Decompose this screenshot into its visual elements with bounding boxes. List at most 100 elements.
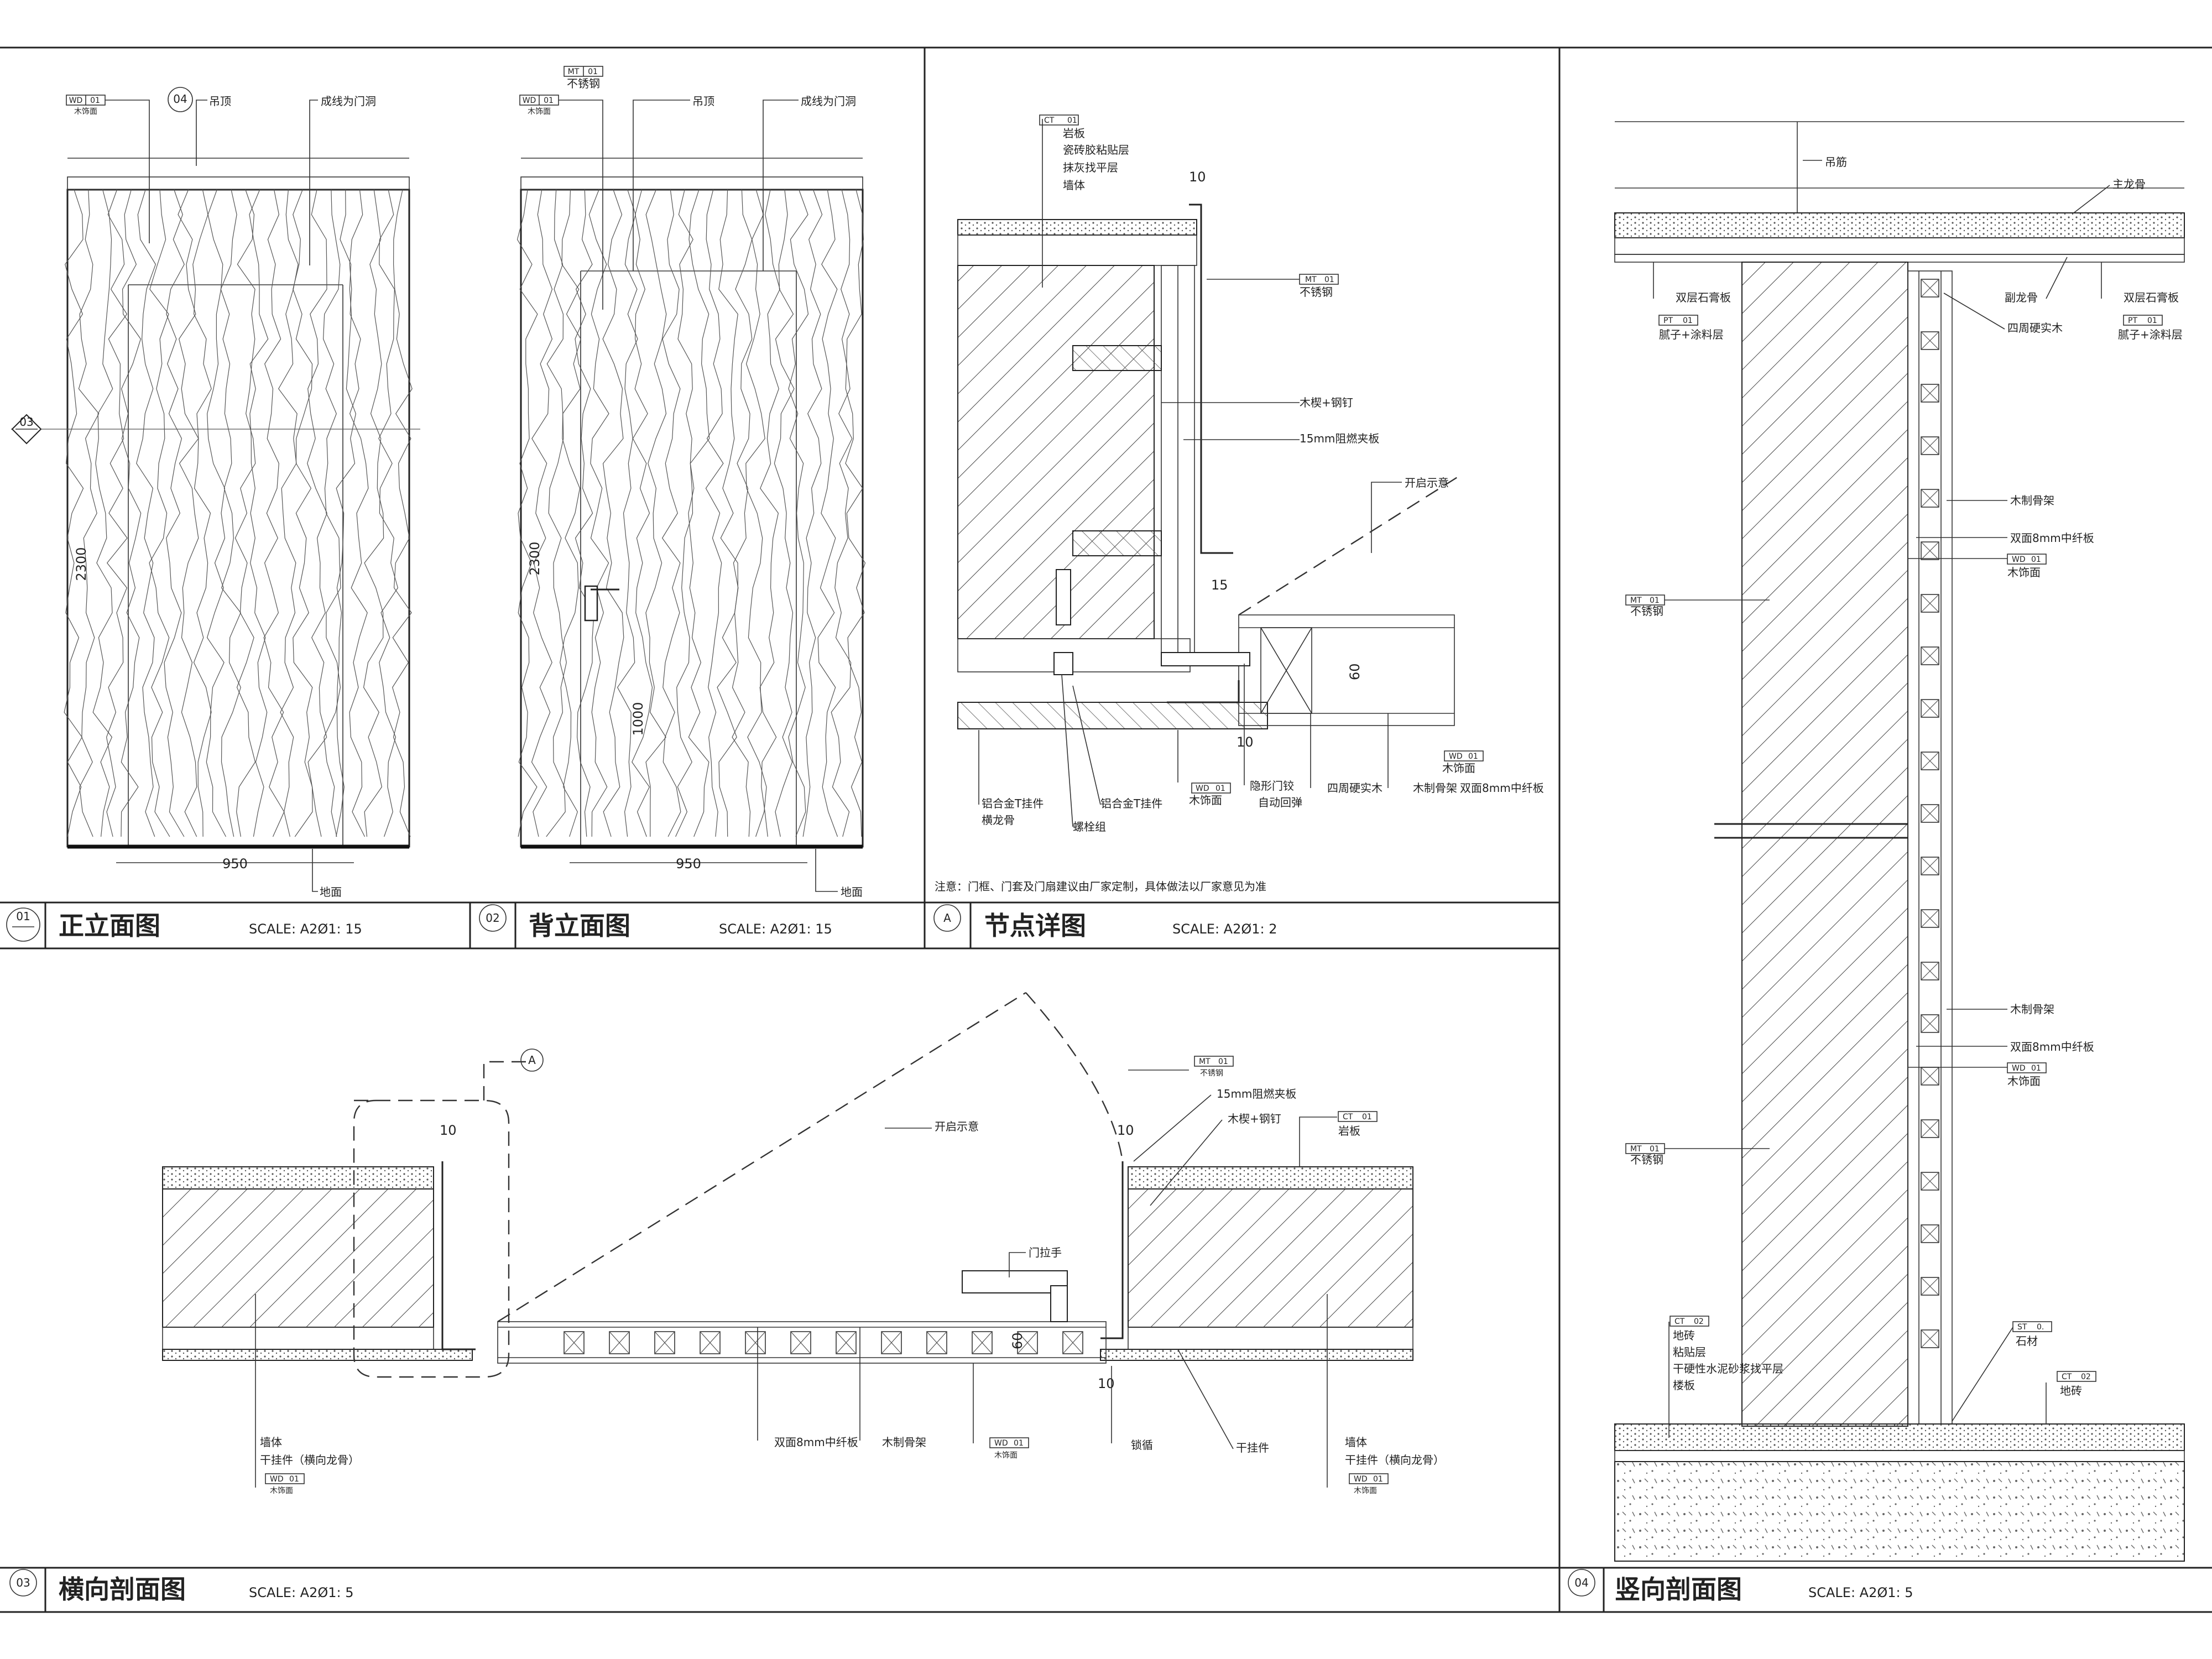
section-marker-04	[168, 87, 193, 112]
main-joist-label: 主龙骨	[2112, 178, 2146, 191]
layer-1: 瓷砖胶粘贴层	[1063, 143, 1129, 156]
rod-label: 吊筋	[1825, 155, 1847, 169]
panel-scale: SCALE: A2Ø1: 5	[249, 1585, 354, 1600]
floor-layer-3: 楼板	[1673, 1379, 1695, 1392]
hinge-label: 隐形门铰	[1250, 779, 1294, 792]
panel-scale: SCALE: A2Ø1: 15	[719, 921, 832, 937]
vertical-section: 吊筋 主龙骨 双层石膏板 PT 01 腻子+涂料层 副龙骨 双层石膏板 PT 0…	[1614, 121, 2185, 1562]
svg-text:60: 60	[1010, 1332, 1025, 1349]
handle-label: 门拉手	[1029, 1246, 1062, 1259]
grain-line	[206, 189, 227, 837]
grain-line	[307, 189, 327, 837]
frame-label-1: 木制骨架	[2010, 494, 2054, 507]
svg-text:ST: ST	[2017, 1323, 2027, 1332]
svg-text:CT: CT	[1343, 1113, 1353, 1121]
door-handle	[584, 585, 598, 622]
svg-text:木饰面: 木饰面	[1354, 1486, 1377, 1495]
floor-layer-2: 干硬性水泥砂浆找平层	[1673, 1362, 1783, 1375]
grain-line	[546, 189, 567, 837]
grain-line	[688, 189, 710, 837]
svg-text:木饰面: 木饰面	[2007, 1074, 2041, 1088]
open-label: 开启示意	[935, 1120, 979, 1133]
svg-text:MT: MT	[1305, 275, 1317, 284]
material-tag-label: 木饰面	[528, 107, 551, 116]
svg-text:03: 03	[19, 415, 33, 429]
width-dimension: 950	[222, 856, 248, 872]
material-tag-label: 木饰面	[74, 107, 97, 116]
grain-line	[675, 189, 693, 837]
grain-line	[661, 189, 681, 837]
panel-title: 正立面图	[59, 911, 160, 941]
svg-text:干挂件（横向龙骨）: 干挂件（横向龙骨）	[1345, 1453, 1444, 1467]
floor-label: 地面	[320, 885, 342, 899]
title-block-A: A 节点详图 SCALE: A2Ø1: 2	[933, 902, 1277, 948]
panel-number: A	[943, 911, 951, 925]
svg-text:01: 01	[289, 1475, 299, 1484]
grain-line	[831, 189, 853, 837]
handle-height-dimension: 1000	[630, 702, 646, 735]
grain-line	[192, 189, 212, 837]
svg-text:10: 10	[1098, 1376, 1115, 1391]
grain-line	[164, 189, 185, 837]
stone-slab	[957, 219, 1197, 236]
svg-text:10: 10	[1237, 734, 1254, 750]
svg-text:01: 01	[1324, 275, 1334, 284]
svg-text:CT: CT	[1674, 1317, 1685, 1326]
solid-wood-label: 四周硬实木	[2007, 321, 2063, 335]
svg-text:01: 01	[1215, 784, 1225, 793]
grain-line	[64, 189, 84, 837]
svg-text:01: 01	[1067, 116, 1077, 125]
svg-text:PT: PT	[2128, 316, 2137, 325]
floor-slab	[1614, 1461, 2185, 1562]
steel-label: 不锈钢	[1300, 285, 1333, 299]
svg-text:MT: MT	[568, 67, 580, 76]
grain-line	[392, 189, 413, 837]
svg-text:01: 01	[2147, 316, 2157, 325]
floor-layer-1: 粘贴层	[1673, 1345, 1706, 1359]
svg-text:01: 01	[1014, 1439, 1024, 1448]
grain-line	[788, 189, 809, 837]
door-core-frame	[564, 1331, 1083, 1354]
floor-label: 地面	[841, 885, 863, 899]
svg-text:10: 10	[1117, 1123, 1134, 1138]
grain-line	[78, 189, 100, 837]
steel-label-1: 不锈钢	[1630, 604, 1663, 618]
sheet-frame	[0, 46, 2212, 1613]
grain-line	[220, 189, 241, 837]
grain-line	[774, 189, 795, 837]
grain-line	[322, 189, 341, 837]
grain-line	[149, 189, 170, 837]
door-core-frame	[1921, 279, 1939, 1348]
grain-line	[106, 189, 128, 837]
ceiling-label: 吊顶	[692, 95, 714, 108]
node-detail: CT 01 岩板 瓷砖胶粘贴层 抹灰找平层 墙体 MT 01 不锈钢 木楔+钢钉…	[935, 114, 1544, 893]
bracket-label-1: 铝合金T挂件	[982, 797, 1044, 810]
grain-line	[121, 189, 142, 837]
svg-text:15: 15	[1211, 577, 1228, 593]
grain-line	[249, 189, 269, 837]
grain-line	[349, 189, 369, 837]
panel-number: 01	[16, 910, 30, 923]
panel-title: 背立面图	[529, 911, 630, 941]
grain-line	[517, 189, 538, 837]
title-block-04: 04 竖向剖面图 SCALE: A2Ø1: 5	[1568, 1568, 1913, 1612]
title-block-02: 02 背立面图 SCALE: A2Ø1: 15	[469, 902, 832, 948]
grain-line	[817, 189, 838, 837]
grain-line	[263, 189, 285, 837]
grain-line	[92, 189, 113, 837]
panel-number: 02	[486, 911, 499, 925]
wood-grain	[517, 189, 866, 837]
svg-text:A: A	[528, 1053, 536, 1067]
grain-line	[602, 189, 624, 837]
steel-label-2: 不锈钢	[1630, 1153, 1663, 1166]
mdf-label: 双面8mm中纤板	[1460, 781, 1544, 795]
svg-text:干挂件（横向龙骨）: 干挂件（横向龙骨）	[260, 1453, 359, 1467]
svg-text:01: 01	[588, 67, 598, 76]
grain-line	[136, 189, 156, 837]
grain-line	[845, 189, 866, 837]
bracket-label-1b: 横龙骨	[982, 813, 1015, 827]
svg-text:WD: WD	[1196, 784, 1209, 793]
svg-text:01: 01	[1468, 752, 1478, 761]
mdf-label: 双面8mm中纤板	[774, 1436, 858, 1449]
gypsum-label-left: 双层石膏板	[1676, 291, 1731, 304]
